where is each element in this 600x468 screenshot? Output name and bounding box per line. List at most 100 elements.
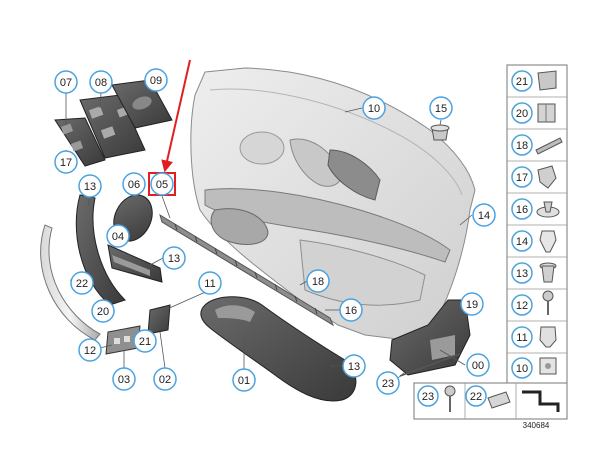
svg-text:02: 02 (159, 374, 171, 386)
callout-09[interactable]: 09 (144, 68, 168, 92)
switch-bezel-09 (111, 79, 173, 129)
side-item-10[interactable]: 10 (511, 357, 557, 379)
pull-handle-trim (75, 194, 126, 306)
callout-11a[interactable]: 11 (198, 271, 222, 295)
switch-cover (105, 304, 171, 355)
chrome-trim-strip (40, 224, 101, 341)
callout-15[interactable]: 15 (429, 96, 453, 120)
svg-text:05: 05 (156, 179, 168, 191)
callout-20[interactable]: 20 (91, 299, 115, 323)
svg-text:13: 13 (516, 268, 528, 280)
callout-19[interactable]: 19 (460, 292, 484, 316)
svg-text:14: 14 (478, 210, 490, 222)
svg-text:00: 00 (472, 360, 484, 372)
svg-text:11: 11 (204, 278, 215, 290)
callout-03[interactable]: 03 (112, 367, 136, 391)
clip-22-icon (487, 391, 511, 409)
side-item-20[interactable]: 20 (511, 102, 556, 124)
svg-text:10: 10 (368, 103, 380, 115)
callout-14[interactable]: 14 (472, 203, 496, 227)
screw-12-icon (542, 290, 554, 302)
svg-text:22: 22 (76, 278, 88, 290)
callout-13c[interactable]: 13 (342, 354, 366, 378)
callout-12[interactable]: 12 (78, 338, 102, 362)
clip-14-icon (539, 230, 557, 253)
svg-text:15: 15 (435, 103, 447, 115)
side-item-13[interactable]: 13 (511, 262, 557, 284)
svg-text:22: 22 (470, 391, 482, 403)
nut-11-icon (539, 326, 557, 348)
callout-07[interactable]: 07 (54, 70, 78, 94)
svg-text:10: 10 (516, 363, 528, 375)
screw-23-icon (444, 385, 456, 397)
svg-text:12: 12 (84, 345, 96, 357)
side-item-16[interactable]: 16 (511, 198, 560, 220)
svg-text:17: 17 (516, 172, 528, 184)
svg-text:21: 21 (516, 76, 528, 88)
svg-text:06: 06 (128, 179, 140, 191)
side-item-14[interactable]: 14 (511, 230, 557, 253)
callout-13a[interactable]: 13 (78, 174, 102, 198)
sealing-strip (159, 213, 335, 327)
side-item-17[interactable]: 17 (511, 165, 557, 189)
svg-text:12: 12 (516, 300, 528, 312)
callout-17[interactable]: 17 (54, 150, 78, 174)
armrest (200, 296, 357, 402)
callout-16[interactable]: 16 (339, 298, 363, 322)
svg-text:21: 21 (139, 336, 151, 348)
side-item-21[interactable]: 21 (511, 70, 557, 92)
svg-text:23: 23 (422, 391, 434, 403)
svg-text:01: 01 (238, 375, 250, 387)
door-handle (107, 244, 163, 283)
callout-10[interactable]: 10 (362, 96, 386, 120)
svg-text:13: 13 (168, 253, 180, 265)
svg-text:04: 04 (112, 231, 124, 243)
callout-21a[interactable]: 21 (133, 329, 157, 353)
screw-23 (399, 353, 461, 377)
svg-text:03: 03 (118, 374, 130, 386)
svg-text:13: 13 (348, 361, 360, 373)
svg-text:18: 18 (312, 276, 324, 288)
callout-00[interactable]: 00 (466, 353, 490, 377)
callout-22a[interactable]: 22 (70, 271, 94, 295)
clip-21-icon (537, 70, 557, 91)
angle-bracket-icon (522, 390, 560, 412)
side-item-12[interactable]: 12 (511, 290, 554, 316)
callout-01[interactable]: 01 (232, 368, 256, 392)
callout-04[interactable]: 04 (106, 224, 130, 248)
svg-text:16: 16 (345, 305, 357, 317)
callout-13b[interactable]: 13 (162, 246, 186, 270)
svg-text:16: 16 (516, 204, 528, 216)
bottom-item-22[interactable]: 22 (465, 385, 511, 409)
svg-text:09: 09 (150, 75, 162, 87)
callout-23a[interactable]: 23 (376, 371, 400, 395)
side-item-11[interactable]: 11 (511, 326, 557, 348)
svg-text:20: 20 (516, 108, 528, 120)
svg-text:20: 20 (97, 306, 109, 318)
bottom-item-bracket (522, 390, 560, 412)
door-trim-panel (190, 67, 476, 341)
callout-06[interactable]: 06 (122, 172, 146, 196)
svg-text:07: 07 (60, 77, 72, 89)
side-item-18[interactable]: 18 (511, 134, 563, 156)
switch-bezel-07 (54, 117, 106, 167)
callout-18[interactable]: 18 (306, 269, 330, 293)
reference-number: 340684 (523, 421, 550, 430)
svg-text:19: 19 (466, 299, 478, 311)
highlight-arrow (161, 59, 191, 173)
clip-17-icon (537, 165, 557, 189)
bottom-item-23[interactable]: 23 (417, 385, 456, 412)
svg-text:18: 18 (516, 140, 528, 152)
svg-text:13: 13 (84, 181, 96, 193)
clip-15 (430, 124, 450, 141)
speaker-recess (239, 131, 285, 165)
callout-08[interactable]: 08 (89, 70, 113, 94)
callout-02[interactable]: 02 (153, 367, 177, 391)
svg-text:08: 08 (95, 77, 107, 89)
strip-18-icon (535, 137, 563, 155)
callout-05[interactable]: 05 (148, 172, 176, 196)
svg-text:14: 14 (516, 236, 528, 248)
svg-text:17: 17 (60, 157, 72, 169)
svg-text:23: 23 (382, 378, 394, 390)
